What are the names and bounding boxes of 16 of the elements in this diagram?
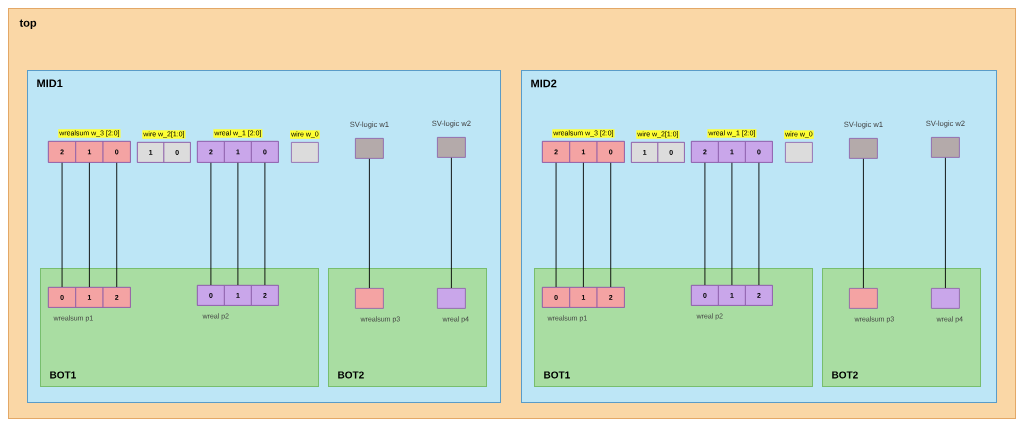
wire-line bbox=[116, 162, 118, 288]
wire-line bbox=[862, 158, 864, 289]
wire-line bbox=[610, 162, 612, 288]
wire-line bbox=[704, 162, 706, 286]
wire-line bbox=[731, 162, 733, 286]
wire-line bbox=[758, 162, 760, 286]
wire-line bbox=[450, 157, 452, 289]
wire-line bbox=[210, 162, 212, 286]
wire-line bbox=[944, 157, 946, 289]
wire-line bbox=[555, 162, 557, 288]
wire-line bbox=[237, 162, 239, 286]
wire-line bbox=[582, 162, 584, 288]
wire-line bbox=[264, 162, 266, 286]
wire-line bbox=[368, 158, 370, 289]
wire-line bbox=[61, 162, 63, 288]
wire-line bbox=[88, 162, 90, 288]
